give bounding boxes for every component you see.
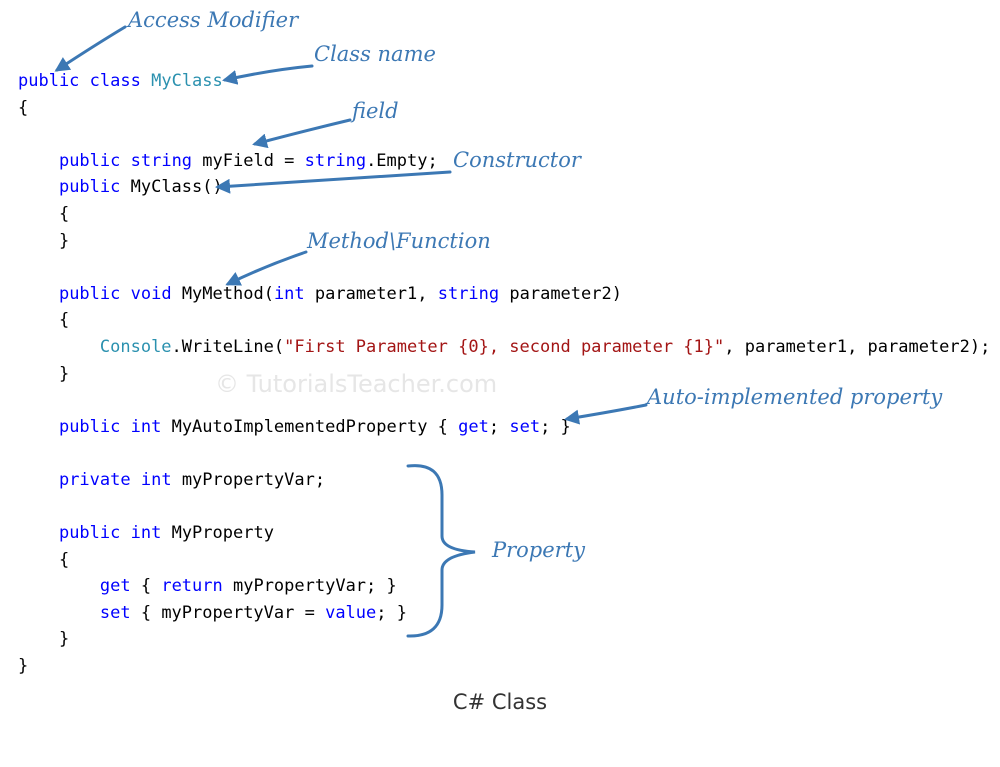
code-token: { (18, 97, 29, 118)
code-token: void (130, 283, 172, 304)
code-token: MyProperty (161, 523, 274, 544)
property-brace (406, 464, 476, 638)
label-method-function: Method\Function (307, 229, 491, 253)
code-token: Console (99, 336, 172, 357)
code-token: myPropertyVar; (171, 469, 326, 490)
code-line: private int myPropertyVar; (18, 467, 990, 494)
label-field: field (352, 99, 399, 123)
code-line: set { myPropertyVar = value; } (18, 600, 990, 627)
code-token: set (99, 602, 131, 623)
code-line: public void MyMethod(int parameter1, str… (18, 281, 990, 308)
code-token: private (58, 469, 131, 490)
code-token: int (130, 416, 162, 437)
code-line: } (18, 361, 990, 388)
code-token: MyClass() (120, 177, 223, 198)
code-token: public (58, 523, 121, 544)
watermark: © TutorialsTeacher.com (215, 370, 498, 398)
code-token: myField = (192, 150, 305, 171)
code-token: int (140, 469, 172, 490)
code-line: { (18, 201, 990, 228)
code-token: public (58, 177, 121, 198)
code-token: ; (488, 416, 510, 437)
code-token: value (325, 602, 377, 623)
code-token: { (130, 576, 162, 597)
code-token: MyAutoImplementedProperty { (161, 416, 459, 437)
arrow-method-function (225, 250, 308, 286)
code-token: public (58, 283, 121, 304)
code-token: } (18, 230, 70, 251)
code-token: .WriteLine( (171, 336, 285, 357)
code-token: set (509, 416, 541, 437)
code-token: string (304, 150, 367, 171)
code-token: public (58, 150, 121, 171)
code-line: public string myField = string.Empty; (18, 148, 990, 175)
code-line: } (18, 653, 990, 680)
code-token: .Empty; (366, 150, 438, 171)
code-token: { (18, 310, 70, 331)
code-line: get { return myPropertyVar; } (18, 573, 990, 600)
label-constructor: Constructor (453, 148, 581, 172)
label-auto-property: Auto-implemented property (647, 385, 943, 409)
code-line: public int MyProperty (18, 520, 990, 547)
code-token: { (18, 203, 70, 224)
code-token: public (18, 71, 80, 91)
code-token: string (437, 283, 500, 304)
code-token: { myPropertyVar = (130, 602, 326, 623)
code-token: class (89, 71, 141, 91)
code-line: } (18, 626, 990, 653)
code-token: get (458, 416, 489, 437)
code-line: Console.WriteLine("First Parameter {0}, … (18, 334, 990, 361)
code-block: public class MyClass{ public string myFi… (18, 68, 990, 680)
code-token: parameter1, (304, 283, 438, 304)
code-line: } (18, 228, 990, 255)
code-token: MyMethod( (171, 283, 274, 304)
code-token: int (130, 523, 162, 544)
code-token: "First Parameter {0}, second parameter {… (284, 336, 725, 357)
label-class-name: Class name (314, 42, 436, 66)
label-access-modifier: Access Modifier (128, 8, 299, 32)
arrow-access-modifier (54, 25, 127, 72)
code-line: public int MyAutoImplementedProperty { g… (18, 414, 990, 441)
code-token: , parameter1, parameter2); (724, 336, 991, 357)
code-token: { (18, 549, 70, 570)
code-token: int (273, 283, 305, 304)
code-token: public (58, 416, 121, 437)
label-property: Property (492, 538, 586, 562)
code-token: get (99, 576, 131, 597)
code-line: public class MyClass (18, 68, 990, 95)
code-token: string (130, 150, 193, 171)
code-token: MyClass (151, 71, 223, 91)
code-token: } (18, 629, 70, 650)
arrow-field (252, 118, 352, 149)
code-line: { (18, 547, 990, 574)
code-token: } (18, 363, 70, 384)
code-token: ; } (376, 602, 407, 623)
code-token: return (161, 576, 223, 597)
code-line: { (18, 95, 990, 122)
code-line: public MyClass() (18, 174, 990, 201)
code-token: parameter2) (499, 283, 622, 304)
arrow-class-name (222, 64, 314, 85)
arrow-constructor (215, 170, 452, 194)
code-token: ; } (540, 416, 571, 437)
code-token: myPropertyVar; } (222, 576, 397, 597)
figure-caption: C# Class (452, 690, 548, 714)
code-line: { (18, 307, 990, 334)
code-token: } (18, 656, 29, 677)
arrow-auto-property (564, 403, 648, 425)
